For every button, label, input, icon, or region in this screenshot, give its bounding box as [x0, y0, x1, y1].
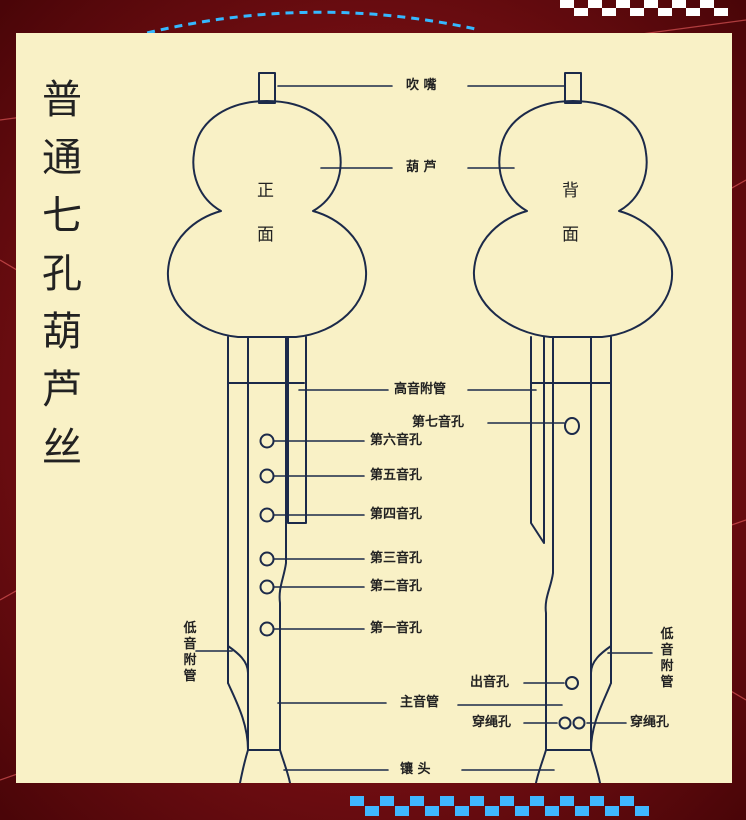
back-label-1: 背 [562, 181, 579, 201]
label-rope-hole-right: 穿绳孔 [630, 715, 670, 730]
label-low-pipe-back: 低音附管 [660, 627, 674, 690]
label-tip: 镶 头 [400, 762, 431, 777]
label-hole6: 第六音孔 [370, 433, 423, 448]
hulusi-diagram [166, 72, 674, 783]
title-char: 芦 [42, 367, 82, 413]
label-main-pipe: 主音管 [400, 695, 440, 710]
title-char: 七 [42, 193, 82, 239]
label-outlet-hole: 出音孔 [470, 675, 510, 690]
label-rope-hole-left: 穿绳孔 [472, 715, 512, 730]
label-hole4: 第四音孔 [370, 507, 423, 522]
title-char: 丝 [42, 425, 82, 471]
label-hole2: 第二音孔 [370, 579, 423, 594]
back-instrument [472, 72, 674, 783]
title-char: 普 [42, 77, 82, 123]
label-gourd: 葫 芦 [406, 160, 437, 175]
label-high-pipe: 高音附管 [394, 382, 447, 397]
label-mouthpiece: 吹 嘴 [406, 78, 437, 93]
title-char: 葫 [42, 309, 82, 355]
front-label-2: 面 [257, 225, 274, 245]
back-label-2: 面 [562, 225, 579, 245]
diagram-panel: 普 通 七 孔 葫 芦 丝 正 面 背 面 吹 嘴 葫 芦 高音附管 第七音孔 … [16, 33, 732, 783]
title-char: 通 [42, 135, 82, 181]
label-low-pipe-front: 低音附管 [183, 621, 197, 684]
label-hole5: 第五音孔 [370, 468, 423, 483]
label-hole1: 第一音孔 [370, 621, 423, 636]
leader-lines [195, 85, 653, 771]
vertical-title: 普 通 七 孔 葫 芦 丝 [36, 71, 88, 477]
label-hole7: 第七音孔 [412, 415, 465, 430]
label-hole3: 第三音孔 [370, 551, 423, 566]
title-char: 孔 [42, 251, 82, 297]
front-label-1: 正 [257, 181, 274, 201]
